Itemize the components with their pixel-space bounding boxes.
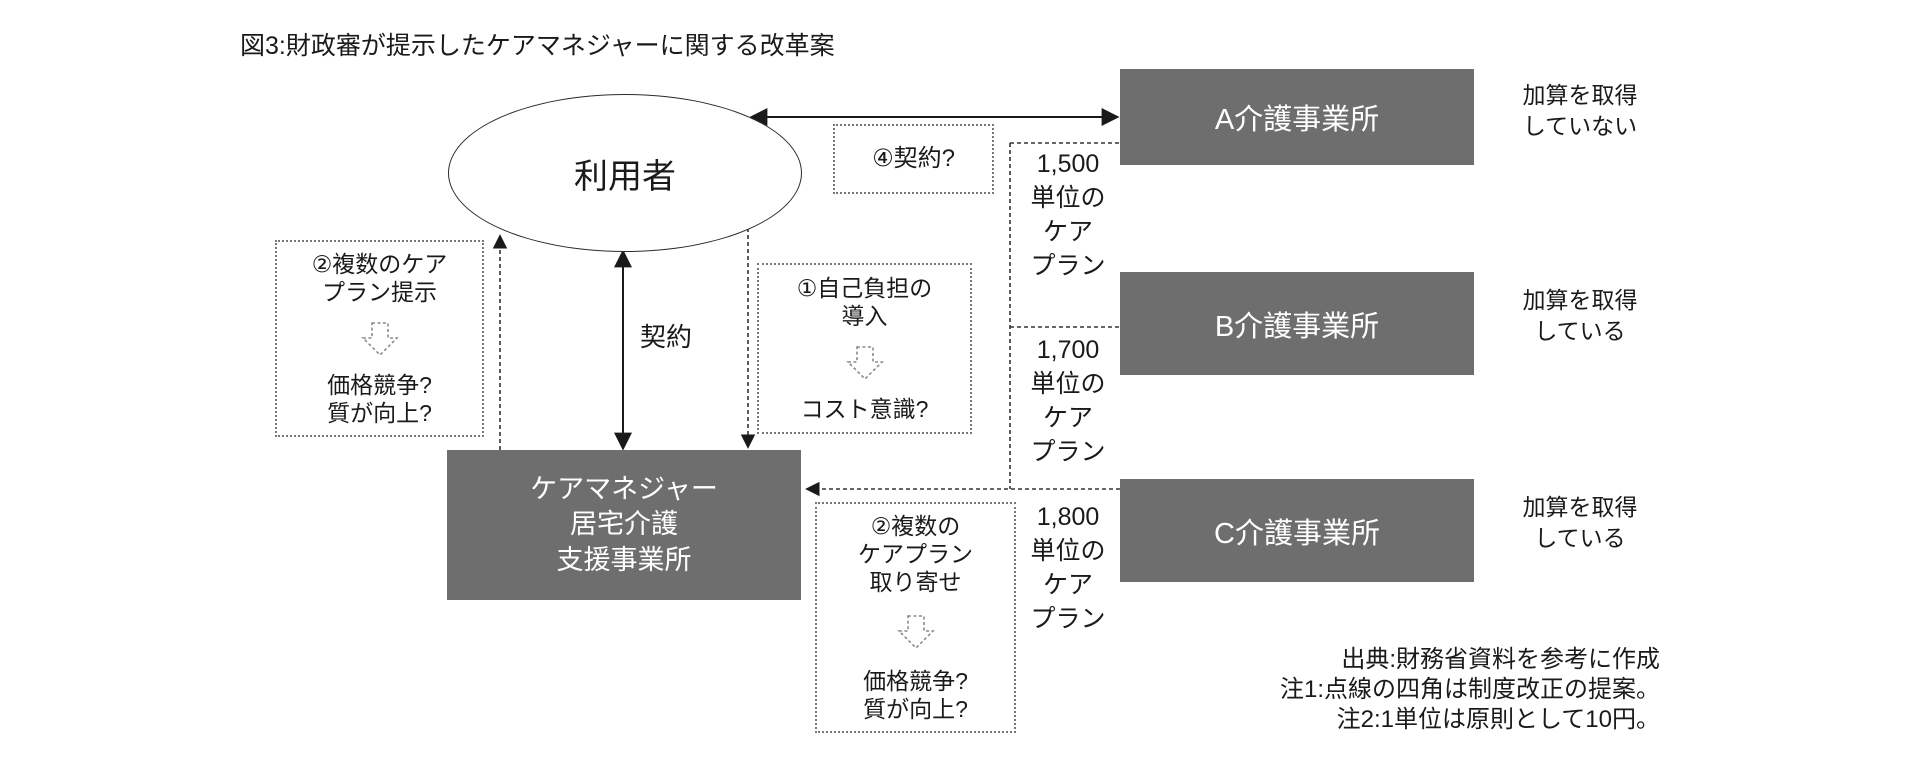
contract-label: 契約	[640, 322, 693, 352]
plan-units-text: プラン	[1030, 252, 1106, 280]
proposal-line: ②複数のケア	[311, 251, 448, 277]
care-plan-label-1800: 1,800 単位の ケア プラン	[1008, 500, 1128, 636]
care-plan-label-1500: 1,500 単位の ケア プラン	[1008, 147, 1128, 283]
office-name: C介護事業所	[1214, 517, 1380, 550]
plan-units-value: 1,800	[1036, 503, 1100, 531]
office-box-a: A介護事業所	[1120, 69, 1474, 165]
footnote-2: 注2:1単位は原則として10円。	[1336, 706, 1660, 733]
plan-units-text: 単位の	[1030, 370, 1106, 398]
plan-units-value: 1,500	[1036, 150, 1100, 178]
office-note-b: 加算を取得 している	[1490, 285, 1670, 347]
office-note-a: 加算を取得 していない	[1490, 80, 1670, 142]
proposal-line: ①自己負担の	[796, 275, 933, 301]
care-manager-line: ケアマネジャー	[530, 473, 718, 504]
plan-units-text: 単位の	[1030, 184, 1106, 212]
proposal-contract-label: ④契約?	[872, 145, 955, 173]
office-note-line: 加算を取得	[1522, 82, 1638, 108]
proposal-line: ②複数の	[870, 513, 961, 539]
proposal-line: プラン提示	[322, 279, 437, 306]
office-box-b: B介護事業所	[1120, 272, 1474, 375]
proposal-box-multi-plan-bottom: ②複数の ケアプラン 取り寄せ 価格競争? 質が向上?	[815, 502, 1016, 733]
dotted-down-arrow-icon	[360, 321, 399, 356]
care-plan-label-1700: 1,700 単位の ケア プラン	[1008, 333, 1128, 469]
office-note-line: している	[1534, 525, 1626, 551]
footnotes: 出典:財務省資料を参考に作成 注1:点線の四角は制度改正の提案。 注2:1単位は…	[1140, 645, 1660, 735]
proposal-box-contract: ④契約?	[833, 124, 994, 194]
dotted-down-arrow-icon	[896, 614, 935, 649]
proposal-line: ケアプラン	[858, 541, 973, 568]
office-note-line: している	[1534, 318, 1626, 344]
care-manager-line: 居宅介護	[570, 509, 678, 540]
plan-units-value: 1,700	[1036, 336, 1100, 364]
care-manager-box: ケアマネジャー 居宅介護 支援事業所	[447, 450, 801, 600]
footnote-source: 出典:財務省資料を参考に作成	[1341, 646, 1660, 673]
office-note-line: 加算を取得	[1522, 287, 1638, 313]
proposal-line: 導入	[841, 303, 888, 330]
office-note-line: していない	[1522, 113, 1638, 139]
footnote-1: 注1:点線の四角は制度改正の提案。	[1279, 676, 1660, 703]
office-note-c: 加算を取得 している	[1490, 492, 1670, 554]
care-manager-line: 支援事業所	[556, 544, 692, 575]
plan-units-text: プラン	[1030, 605, 1106, 633]
user-label: 利用者	[574, 157, 676, 196]
dotted-down-arrow-icon	[845, 345, 884, 380]
office-name: B介護事業所	[1214, 310, 1380, 343]
office-box-c: C介護事業所	[1120, 479, 1474, 582]
proposal-result: 質が向上?	[327, 399, 432, 426]
proposal-box-self-pay: ①自己負担の 導入 コスト意識?	[757, 263, 972, 434]
proposal-result: コスト意識?	[800, 395, 929, 422]
plan-units-text: プラン	[1030, 438, 1106, 466]
proposal-result: 価格競争?	[863, 667, 968, 694]
office-note-line: 加算を取得	[1522, 494, 1638, 520]
proposal-line: 取り寄せ	[869, 569, 962, 596]
plan-units-text: ケア	[1042, 571, 1093, 599]
office-name: A介護事業所	[1214, 104, 1380, 136]
plan-units-text: 単位の	[1030, 537, 1106, 565]
user-ellipse: 利用者	[448, 94, 802, 252]
proposal-result: 価格競争?	[327, 371, 432, 398]
proposal-box-multi-plan-left: ②複数のケア プラン提示 価格競争? 質が向上?	[275, 240, 484, 437]
diagram-title: 図3:財政審が提示したケアマネジャーに関する改革案	[240, 32, 835, 60]
plan-units-text: ケア	[1042, 404, 1093, 432]
plan-units-text: ケア	[1042, 218, 1093, 246]
proposal-result: 質が向上?	[863, 695, 968, 722]
